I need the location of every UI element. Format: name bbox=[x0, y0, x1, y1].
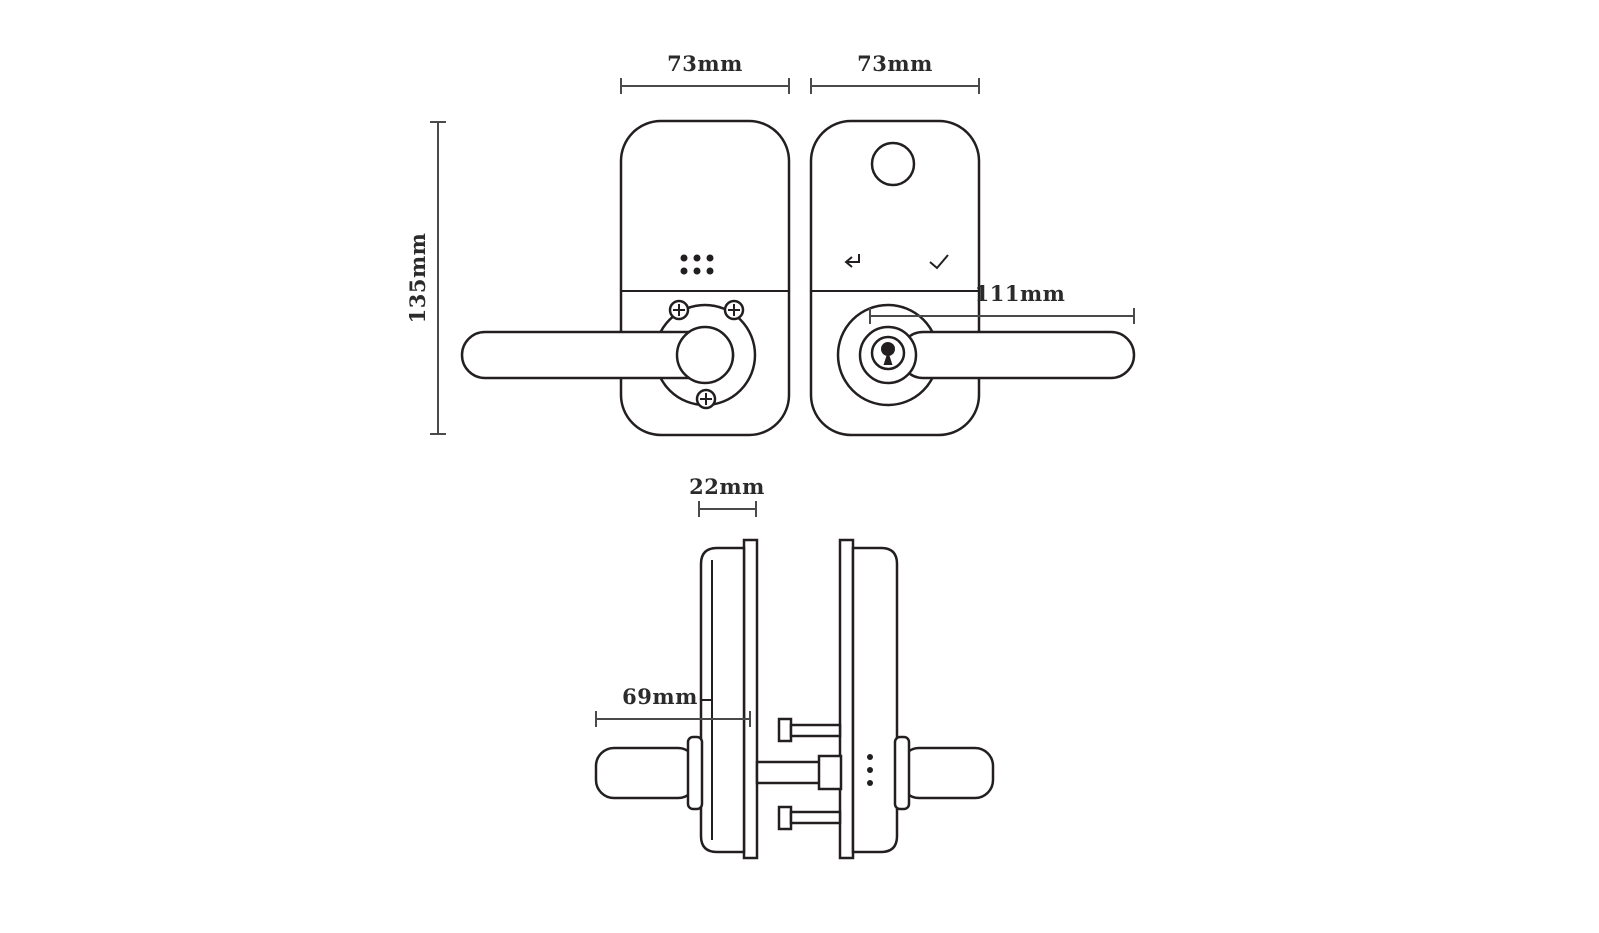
spindle-shaft bbox=[755, 754, 843, 791]
fingerprint-sensor-icon bbox=[870, 141, 916, 187]
interior-side-view bbox=[594, 538, 759, 860]
exterior-side-body bbox=[851, 546, 899, 854]
interior-lever-hub bbox=[675, 325, 735, 385]
interior-side-lever bbox=[594, 746, 698, 800]
exterior-mounting-plate bbox=[838, 538, 855, 860]
dimension-height: 135mm bbox=[405, 121, 446, 435]
dimension-lever-depth: 69mm bbox=[595, 684, 751, 727]
dimension-exterior-width: 73mm bbox=[810, 51, 980, 94]
check-icon bbox=[929, 254, 949, 270]
keypad-dots-icon bbox=[680, 254, 714, 275]
exterior-side-view bbox=[755, 538, 995, 860]
undo-arrow-icon bbox=[844, 254, 860, 268]
body-thickness-label: 22mm bbox=[689, 474, 765, 499]
exterior-side-lever bbox=[899, 746, 995, 800]
screw-top-left-icon bbox=[668, 299, 690, 321]
interior-width-label: 73mm bbox=[667, 51, 743, 76]
latch-clip-top bbox=[777, 717, 842, 743]
latch-clip-bottom bbox=[777, 805, 842, 831]
exterior-front-view bbox=[809, 119, 1136, 437]
screw-top-right-icon bbox=[723, 299, 745, 321]
interior-side-lever-collar bbox=[686, 735, 704, 811]
exterior-body bbox=[809, 119, 981, 437]
exterior-side-lever-collar bbox=[893, 735, 911, 811]
keyhole-icon bbox=[870, 335, 906, 371]
dimension-interior-width: 73mm bbox=[620, 51, 790, 94]
dimension-body-thickness: 22mm bbox=[689, 474, 765, 517]
interior-front-view bbox=[460, 119, 791, 437]
dimension-lever-length: 111mm bbox=[869, 281, 1135, 324]
lever-length-label: 111mm bbox=[975, 281, 1066, 306]
screw-bottom-icon bbox=[695, 388, 717, 410]
exterior-lever-handle bbox=[898, 330, 1136, 380]
interior-body bbox=[619, 119, 791, 437]
height-label: 135mm bbox=[405, 233, 430, 324]
interior-mounting-plate bbox=[742, 538, 759, 860]
lever-depth-label: 69mm bbox=[622, 684, 698, 709]
exterior-width-label: 73mm bbox=[857, 51, 933, 76]
exterior-side-dots bbox=[867, 754, 873, 786]
